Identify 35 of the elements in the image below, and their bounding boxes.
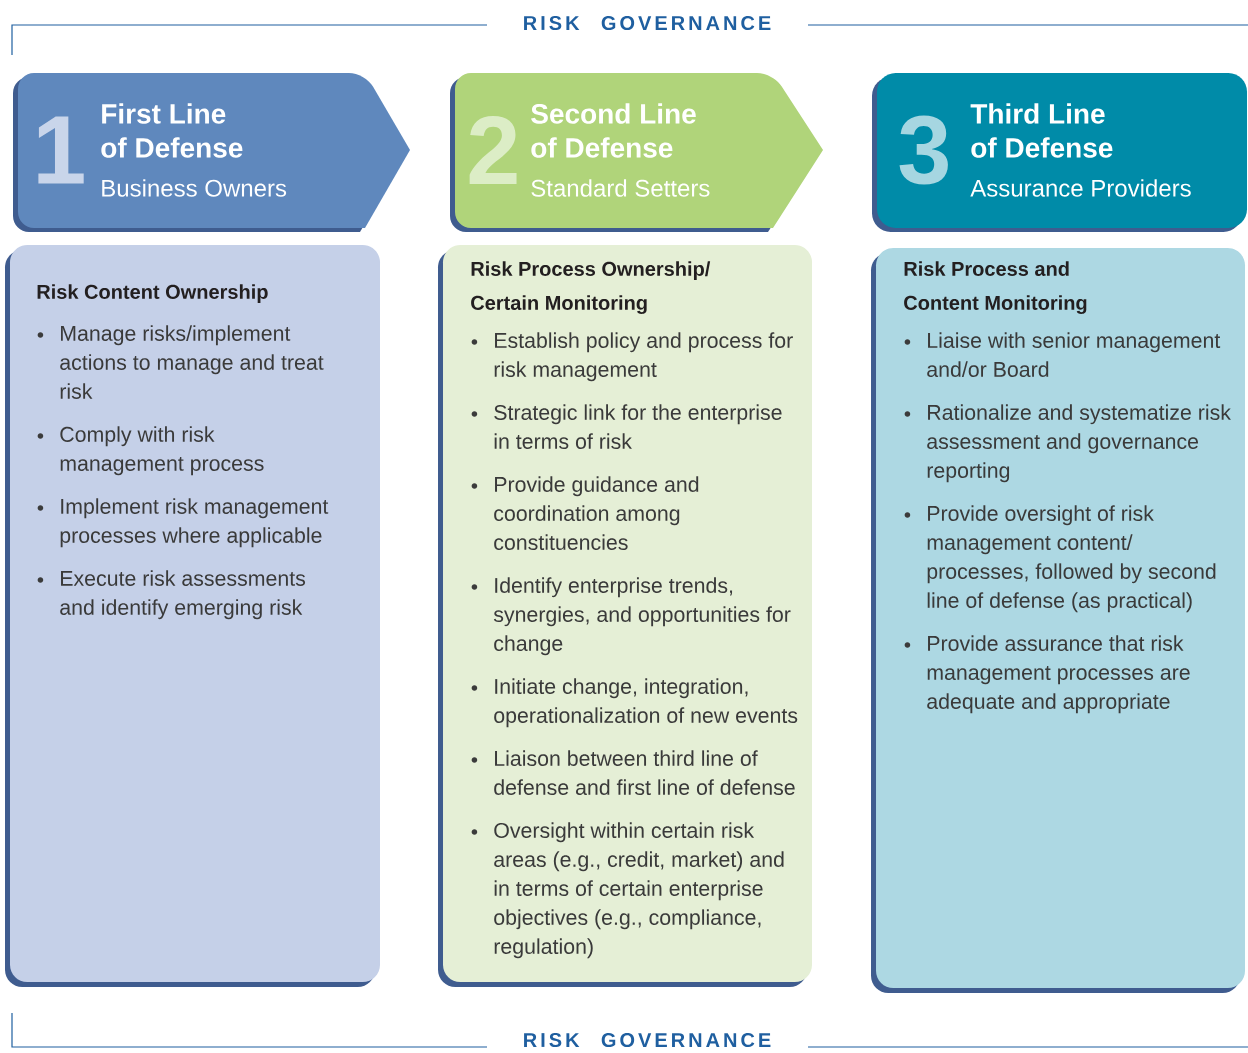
bullet-item: Oversight within certain risk areas (e.g., credit, market) and in terms of certain enterprise objectives (e.g., compliance, regulation) [471,822,784,959]
content-panel [5,245,380,987]
panel-heading: Risk Process and Content Monitoring [904,261,1087,314]
bullet-item: Establish policy and process for risk management [471,332,793,382]
bullet-item: Identify enterprise trends, synergies, and opportunities for change [471,577,791,656]
bullet-item: Liaise with senior management and/or Board [904,332,1221,377]
bullet-item: Initiate change, integration, operationalization of new events [471,678,798,728]
line-title: Third Line of Defense [970,103,1113,158]
bullet-item: Execute risk assessments and identify emerging risk [37,570,306,620]
bullet-item: Rationalize and systematize risk assessment and governance reporting [904,404,1231,483]
chevron-banner [13,73,410,232]
line-role: Standard Setters [531,179,710,197]
line-number: 2 [469,116,517,184]
bullet-item: Provide guidance and coordination among constituencies [471,476,699,550]
panel-heading: Risk Content Ownership [37,284,268,303]
section-title: RISK GOVERNANCE [524,1032,771,1048]
bullet-item: Manage risks/implement actions to manage and treat risk [37,325,324,399]
section-title: RISK GOVERNANCE [524,15,771,31]
line-title: Second Line of Defense [531,103,696,158]
bullet-item: Comply with risk management process [37,426,264,476]
chevron-banner [450,73,823,232]
line-role: Business Owners [102,179,287,197]
line-title: First Line of Defense [101,103,243,158]
line-role: Assurance Providers [970,179,1191,197]
line-number: 1 [38,116,84,184]
bullet-item: Liaison between third line of defense and first line of defense [471,750,795,795]
content-panel [871,248,1245,993]
bullet-item: Provide assurance that risk management processes are adequate and appropriate [904,635,1190,714]
content-panel [438,245,812,987]
panel-heading: Risk Process Ownership/ Certain Monitoring [471,261,711,314]
bullet-item: Strategic link for the enterprise in terms of risk [471,404,782,449]
header-banner [872,73,1247,232]
line-number: 3 [899,115,948,185]
bullet-item: Provide oversight of risk management content/ processes, followed by second line of defense (as practical) [904,505,1216,613]
bullet-item: Implement risk management processes where applicable [37,498,329,548]
